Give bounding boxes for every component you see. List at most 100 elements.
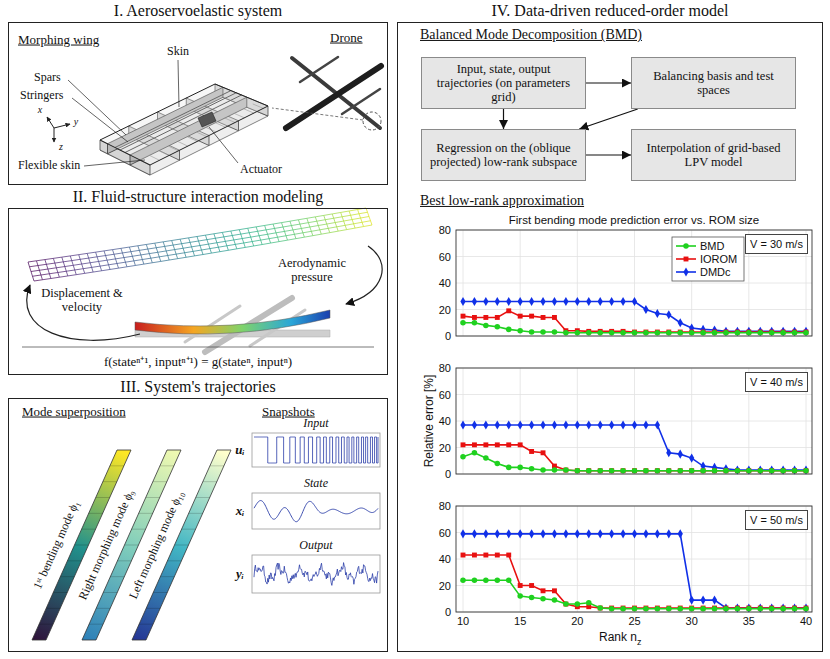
data-marker [506, 577, 512, 583]
data-marker [746, 468, 751, 473]
data-marker [781, 603, 786, 612]
mode-mesh-line [67, 560, 81, 561]
data-marker [803, 327, 808, 336]
data-marker [598, 468, 603, 473]
mesh-line [129, 246, 137, 247]
mesh-line [142, 258, 150, 259]
mesh-line [121, 247, 129, 248]
mesh-line [135, 264, 143, 265]
mesh-line [158, 251, 166, 252]
data-marker [677, 606, 683, 612]
data-marker [575, 468, 580, 473]
mesh-line [100, 265, 108, 266]
data-marker [700, 330, 706, 336]
data-marker [792, 468, 798, 474]
callout-line [272, 108, 363, 120]
error-curve [463, 425, 806, 470]
data-marker [758, 603, 763, 612]
mode-mesh-line [53, 592, 67, 593]
mesh-line [317, 220, 325, 221]
data-marker [552, 529, 557, 538]
data-marker [758, 606, 764, 612]
mesh-line [227, 244, 235, 245]
legend-swatch [676, 267, 696, 276]
mesh-line [298, 218, 306, 219]
mesh-line [68, 275, 76, 276]
data-marker [701, 606, 706, 611]
data-marker [483, 323, 489, 329]
data-marker [792, 330, 797, 335]
mode-mesh-line [39, 624, 53, 625]
mesh-line [144, 263, 152, 264]
mesh-line [335, 221, 343, 222]
data-marker [461, 314, 466, 319]
mesh-line [63, 261, 71, 262]
data-marker [724, 606, 729, 611]
data-marker [769, 465, 774, 474]
tick-label: 40 [439, 277, 451, 290]
signal-label: Input [303, 417, 328, 431]
mesh-line [307, 217, 315, 218]
data-marker [540, 297, 545, 306]
data-marker [575, 468, 581, 474]
tick-label: 20 [439, 441, 451, 454]
mesh-line [89, 257, 97, 258]
box-text: Regression on the (oblique projected) lo… [422, 141, 585, 169]
mode-mesh-line [153, 592, 167, 593]
mesh-line [249, 231, 257, 232]
tick-label: 60 [439, 526, 451, 539]
data-marker [586, 468, 592, 474]
axis-title: Rank n [599, 631, 637, 645]
data-marker [724, 330, 729, 335]
data-marker [643, 330, 648, 335]
mesh-line [192, 246, 200, 247]
mesh-line [290, 220, 298, 221]
data-marker [655, 529, 660, 538]
mode-mesh-line [117, 560, 131, 561]
mode-mesh-line [139, 624, 153, 625]
data-marker [643, 330, 649, 336]
mesh-line [269, 237, 277, 238]
mesh-line [347, 228, 355, 230]
tick-label: 15 [514, 615, 526, 628]
data-marker [575, 601, 581, 607]
mesh-line [256, 225, 264, 226]
data-marker [472, 320, 478, 326]
data-marker [689, 606, 695, 612]
data-marker [518, 583, 523, 588]
panel-frame: IV. Data-driven reduced-order modelInput… [397, 22, 823, 652]
data-marker [506, 553, 511, 558]
mesh-line [45, 258, 53, 259]
tick-label: 30 [686, 615, 698, 628]
mesh-line [119, 267, 127, 268]
data-marker [632, 330, 637, 335]
legend-swatches [676, 243, 696, 276]
data-marker [540, 596, 546, 602]
data-marker [506, 442, 511, 447]
data-marker [495, 324, 501, 330]
data-marker [758, 606, 763, 611]
data-marker [620, 330, 626, 336]
flow-arrow [586, 154, 631, 155]
grid-line [634, 230, 635, 336]
data-marker [666, 606, 671, 611]
mesh-line [351, 214, 359, 216]
mode-mesh-line [110, 465, 124, 466]
mesh-line [165, 245, 173, 246]
data-marker [666, 468, 672, 474]
leader-line [72, 98, 128, 142]
data-marker [643, 420, 648, 429]
mesh-line [185, 251, 193, 252]
data-marker [495, 577, 501, 583]
data-marker [460, 529, 465, 538]
data-marker [769, 330, 774, 335]
mode-mesh-line [60, 576, 74, 577]
data-marker [518, 420, 523, 429]
tick-label: 0 [445, 330, 451, 343]
data-marker [518, 314, 523, 319]
plot-frame [456, 368, 812, 474]
data-marker [780, 468, 786, 474]
data-marker [746, 606, 752, 612]
data-marker [769, 327, 774, 336]
tick-label: 60 [439, 250, 451, 263]
